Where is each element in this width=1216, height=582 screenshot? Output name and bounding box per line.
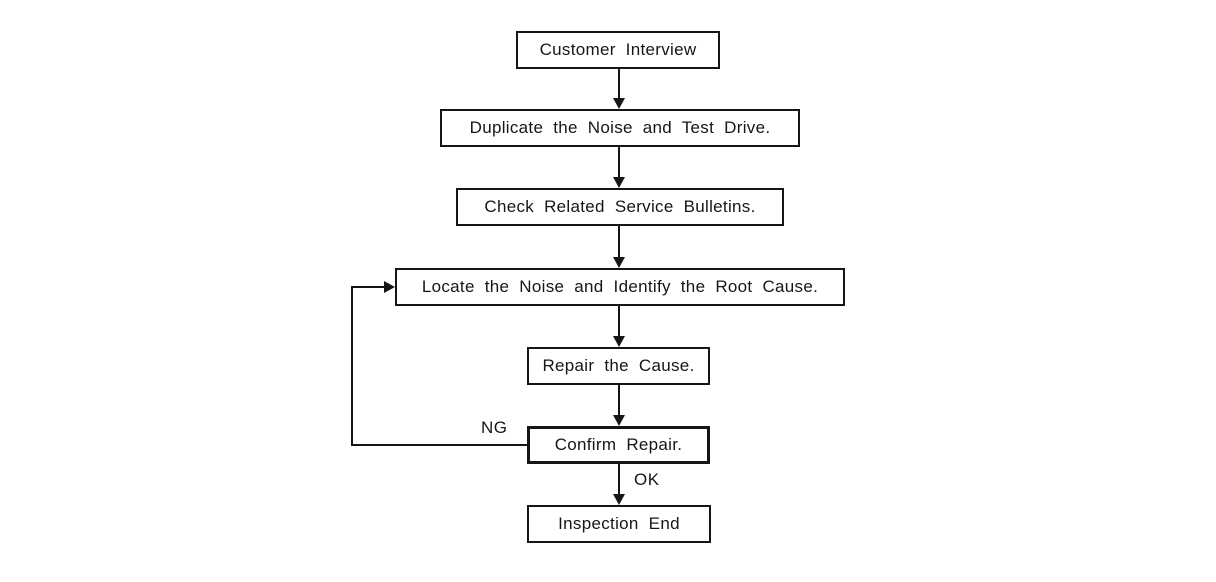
flow-node-label: Repair the Cause.	[542, 356, 695, 375]
flow-node-inspection-end: Inspection End	[527, 505, 711, 543]
flow-node-label: Confirm Repair.	[554, 435, 683, 454]
flow-node-duplicate-noise-test-drive: Duplicate the Noise and Test Drive.	[440, 109, 800, 147]
flow-node-repair-cause: Repair the Cause.	[527, 347, 710, 385]
arrowhead-down-5	[613, 415, 625, 426]
flow-node-check-service-bulletins: Check Related Service Bulletins.	[456, 188, 784, 226]
flow-node-locate-noise-root-cause: Locate the Noise and Identify the Root C…	[395, 268, 845, 306]
flow-node-label: Duplicate the Noise and Test Drive.	[469, 118, 771, 137]
flow-node-label: Check Related Service Bulletins.	[484, 197, 756, 216]
arrowhead-down-2	[613, 177, 625, 188]
arrowhead-down-4	[613, 336, 625, 347]
arrowhead-right-ng	[384, 281, 395, 293]
flow-node-confirm-repair: Confirm Repair.	[527, 426, 710, 464]
arrowhead-down-3	[613, 257, 625, 268]
arrowhead-down-6	[613, 494, 625, 505]
arrowhead-down-1	[613, 98, 625, 109]
edge-label-ok: OK	[634, 470, 660, 489]
edge-label-ng: NG	[481, 418, 508, 437]
flow-node-customer-interview: Customer Interview	[516, 31, 720, 69]
flow-node-label: Locate the Noise and Identify the Root C…	[421, 277, 819, 296]
edge-ng-feedback-loop	[351, 286, 527, 446]
flow-node-label: Customer Interview	[539, 40, 697, 59]
flow-node-label: Inspection End	[558, 514, 680, 533]
